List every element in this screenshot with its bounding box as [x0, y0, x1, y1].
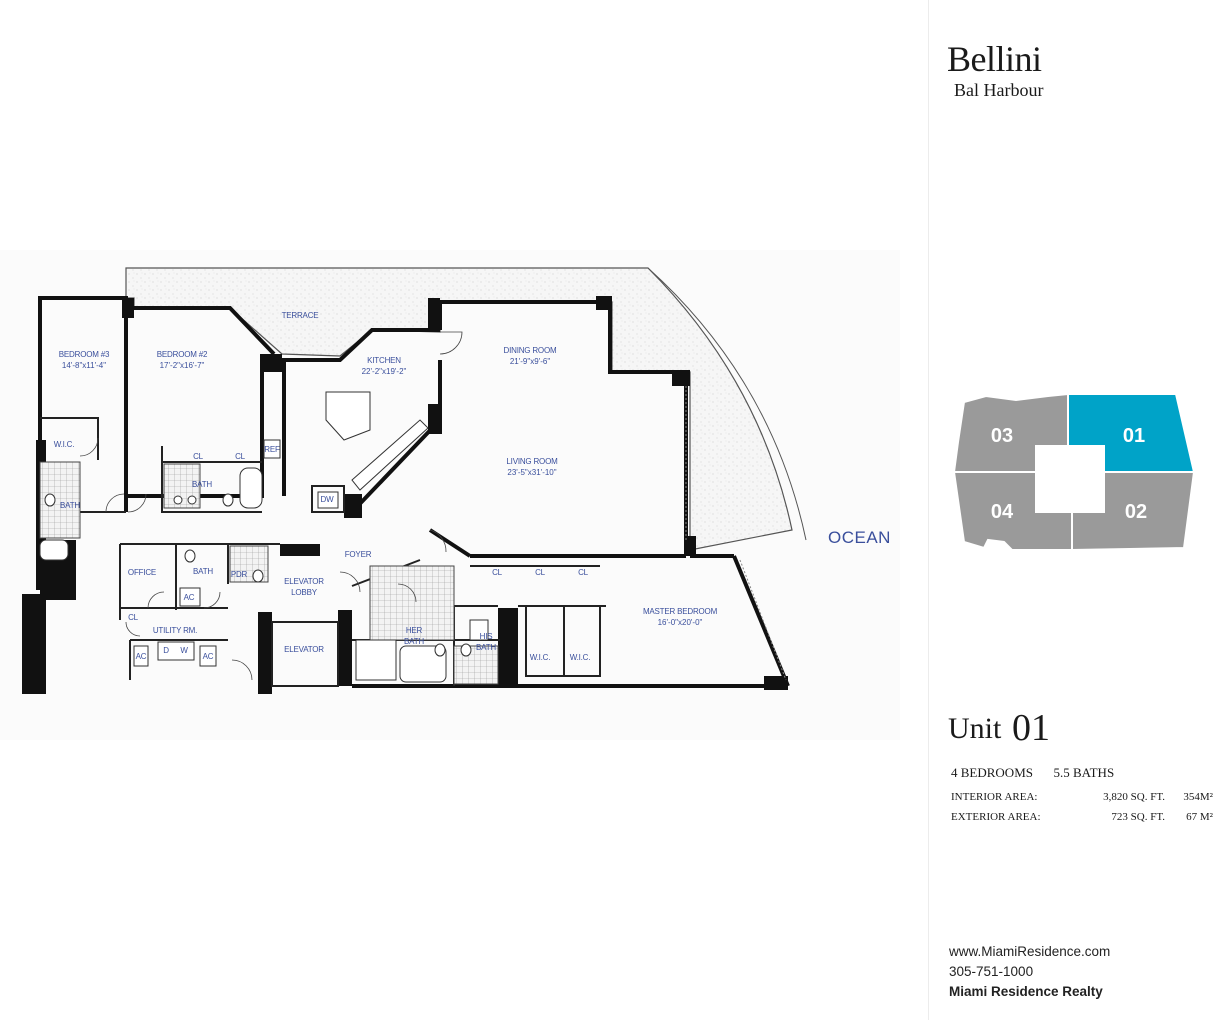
- label-washer: W: [180, 646, 188, 655]
- label-office-bath: BATH: [193, 567, 213, 576]
- label-cl-bedroom2a: CL: [193, 452, 204, 461]
- label-wic-master-1: W.I.C.: [530, 653, 551, 662]
- label-ac-1: AC: [184, 593, 195, 602]
- label-ref: REF: [264, 445, 280, 454]
- website-link[interactable]: www.MiamiResidence.com: [949, 944, 1111, 959]
- terrace-area: [125, 267, 793, 551]
- interior-area-label: INTERIOR AREA:: [951, 791, 1038, 803]
- label-dryer: D: [163, 646, 169, 655]
- exterior-area-row: EXTERIOR AREA: 723 SQ. FT. 67 M²: [951, 811, 1213, 831]
- label-living: LIVING ROOM: [506, 457, 558, 466]
- keyplan-label-04: 04: [991, 501, 1014, 523]
- floor-plan-drawing: TERRACE BEDROOM #3 14'-8"x11'-4" BEDROOM…: [22, 267, 807, 694]
- label-terrace: TERRACE: [282, 311, 319, 320]
- label-bath3: BATH: [60, 501, 80, 510]
- label-cl-office: CL: [128, 613, 139, 622]
- exterior-area-label: EXTERIOR AREA:: [951, 811, 1041, 823]
- keyplan-label-02: 02: [1125, 501, 1147, 523]
- label-dw: DW: [321, 495, 335, 504]
- label-office: OFFICE: [128, 568, 156, 577]
- dim-living: 23'-5"x31'-10": [507, 468, 556, 477]
- unit-number: 01: [1012, 707, 1050, 749]
- her-bath-floor: [369, 565, 455, 641]
- contact-block: www.MiamiResidence.com 305-751-1000 Miam…: [949, 942, 1110, 1002]
- baths-count: 5.5 BATHS: [1053, 765, 1115, 780]
- label-utility: UTILITY RM.: [153, 626, 197, 635]
- interior-area-sqft: 3,820 SQ. FT.: [1103, 791, 1165, 803]
- label-foyer: FOYER: [345, 550, 372, 559]
- label-master: MASTER BEDROOM: [643, 607, 718, 616]
- label-cl-master-1: CL: [492, 568, 503, 577]
- label-bath2: BATH: [192, 480, 212, 489]
- dim-bedroom3: 14'-8"x11'-4": [62, 361, 106, 370]
- label-bedroom3: BEDROOM #3: [59, 350, 110, 359]
- dim-master: 16'-0"x20'-0": [658, 618, 703, 627]
- dim-dining: 21'-9"x9'-6": [510, 357, 550, 366]
- exterior-walls: [38, 296, 790, 688]
- fixtures: [39, 391, 489, 683]
- interior-area-m2: 354M²: [1183, 791, 1213, 803]
- dim-bedroom2: 17'-2"x16'-7": [160, 361, 205, 370]
- label-cl-master-3: CL: [578, 568, 589, 577]
- label-wic-master-2: W.I.C.: [570, 653, 591, 662]
- ocean-label: OCEAN: [828, 528, 891, 547]
- interior-area-row: INTERIOR AREA: 3,820 SQ. FT. 354M²: [951, 791, 1213, 811]
- company-name: Miami Residence Realty: [949, 984, 1103, 999]
- dim-kitchen: 22'-2"x19'-2": [362, 367, 407, 376]
- floor-plan: TERRACE BEDROOM #3 14'-8"x11'-4" BEDROOM…: [0, 250, 900, 740]
- building-name: Bellini: [947, 39, 1042, 79]
- label-his-bath-1: HIS: [480, 632, 493, 641]
- key-plan: 03 01 04 02: [952, 392, 1196, 552]
- unit-label: Unit: [948, 712, 1002, 745]
- keyplan-label-03: 03: [991, 425, 1013, 447]
- bedrooms-count: 4 BEDROOMS: [951, 765, 1033, 780]
- label-pdr: PDR: [231, 570, 248, 579]
- keyplan-label-01: 01: [1123, 425, 1145, 447]
- exterior-area-m2: 67 M²: [1186, 811, 1213, 823]
- unit-specs: 4 BEDROOMS 5.5 BATHS: [951, 765, 1114, 781]
- label-ac-2: AC: [136, 652, 147, 661]
- phone-number[interactable]: 305-751-1000: [949, 964, 1034, 979]
- door-swings: [79, 331, 463, 681]
- label-cl-bedroom2b: CL: [235, 452, 246, 461]
- label-her-bath-2: BATH: [404, 637, 424, 646]
- exterior-area-sqft: 723 SQ. FT.: [1111, 811, 1165, 823]
- label-her-bath-1: HER: [406, 626, 423, 635]
- label-his-bath-2: BATH: [476, 643, 496, 652]
- label-cl-master-2: CL: [535, 568, 546, 577]
- label-bedroom2: BEDROOM #2: [157, 350, 208, 359]
- label-elevator-lobby-2: LOBBY: [291, 588, 318, 597]
- label-elevator-lobby-1: ELEVATOR: [284, 577, 324, 586]
- area-table: INTERIOR AREA: 3,820 SQ. FT. 354M² EXTER…: [951, 791, 1213, 831]
- building-location: Bal Harbour: [954, 80, 1044, 100]
- sidebar-divider: [928, 0, 929, 1020]
- label-dining: DINING ROOM: [504, 346, 557, 355]
- label-kitchen: KITCHEN: [367, 356, 401, 365]
- label-ac-3: AC: [203, 652, 214, 661]
- label-wic-bedroom3: W.I.C.: [54, 440, 75, 449]
- label-elevator: ELEVATOR: [284, 645, 324, 654]
